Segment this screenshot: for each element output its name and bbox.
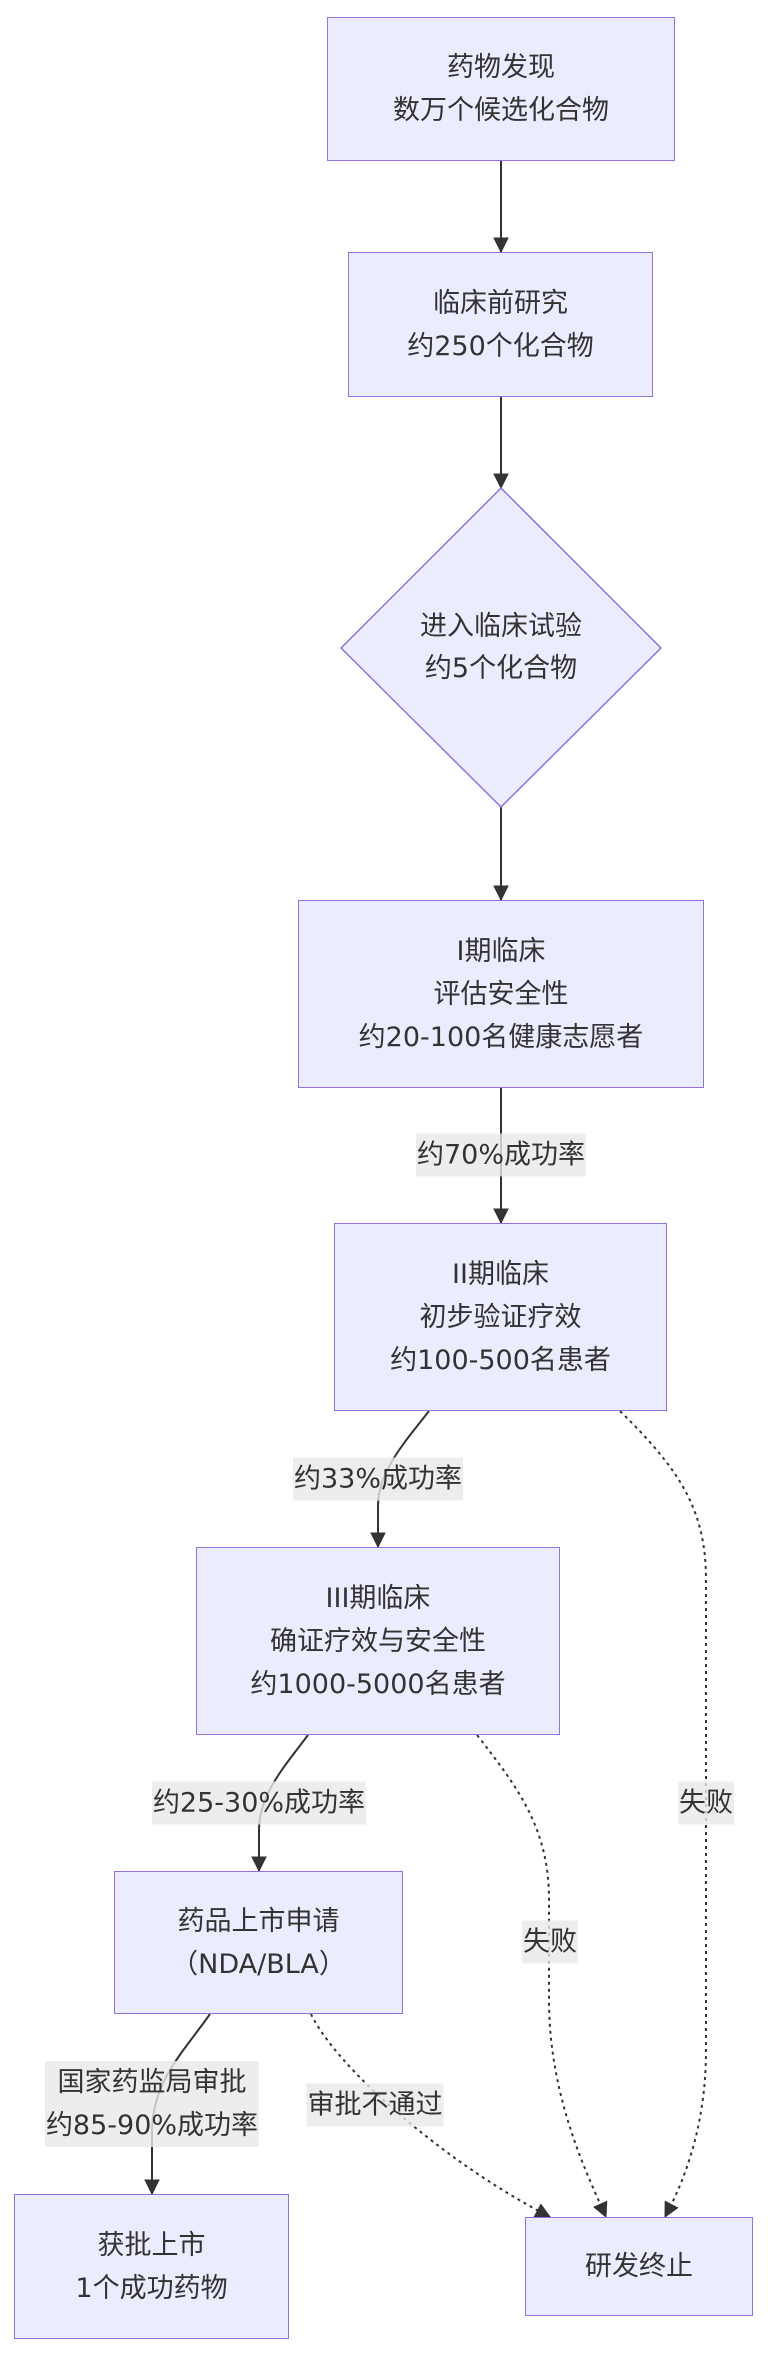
edge-label-text: 约25-30%成功率 — [152, 1787, 366, 1819]
node-detail: 评估安全性 — [433, 978, 569, 1010]
arrowheads-group — [144, 237, 679, 2219]
edge-label-text: 失败 — [523, 1926, 577, 1958]
node-detail: （NDA/BLA） — [171, 1948, 346, 1980]
node-phase1: I期临床 评估安全性 约20-100名健康志愿者 — [298, 900, 704, 1088]
node-phase3: III期临床 确证疗效与安全性 约1000-5000名患者 — [196, 1547, 560, 1735]
node-title: II期临床 — [452, 1258, 549, 1290]
node-title: 研发终止 — [585, 2251, 693, 2282]
node-detail: 约1000-5000名患者 — [250, 1668, 506, 1700]
edge-label-text: 约33%成功率 — [293, 1463, 463, 1495]
arrowhead-icon — [533, 2203, 551, 2218]
edge-label-nda-to-approved: 国家药监局审批 约85-90%成功率 — [44, 2061, 260, 2147]
node-approved: 获批上市 1个成功药物 — [14, 2194, 289, 2339]
node-detail: 数万个候选化合物 — [393, 95, 609, 126]
edge-nda-to-terminated — [310, 2013, 551, 2218]
edge-label-phase2-to-phase3: 约33%成功率 — [292, 1457, 464, 1501]
edge-label-phase3-to-terminated: 失败 — [522, 1920, 578, 1964]
edge-label-phase3-to-nda: 约25-30%成功率 — [151, 1781, 367, 1825]
node-title: I期临床 — [456, 935, 546, 967]
edge-label-text: 审批不通过 — [307, 2089, 443, 2121]
edge-label-text: 约85-90%成功率 — [45, 2110, 259, 2141]
node-preclinical: 临床前研究 约250个化合物 — [348, 252, 653, 397]
decision-diamond-clinical-entry — [339, 486, 663, 809]
arrowhead-icon — [664, 2200, 679, 2218]
node-detail: 约20-100名健康志愿者 — [358, 1021, 644, 1053]
arrowhead-icon — [493, 1208, 509, 1225]
node-detail: 约5个化合物 — [424, 653, 578, 684]
node-detail: 约100-500名患者 — [390, 1344, 611, 1376]
node-detail: 1个成功药物 — [75, 2272, 228, 2304]
node-title: 药品上市申请 — [177, 1905, 340, 1937]
node-detail: 约250个化合物 — [407, 330, 594, 362]
node-title: 药物发现 — [447, 52, 555, 83]
node-detail: 确证疗效与安全性 — [269, 1625, 486, 1657]
arrowhead-icon — [370, 1532, 386, 1549]
arrowhead-icon — [493, 473, 509, 490]
edge-label-nda-to-terminated: 审批不通过 — [306, 2083, 444, 2127]
node-title: 临床前研究 — [432, 287, 568, 319]
arrowhead-icon — [144, 2179, 160, 2196]
node-title: III期临床 — [325, 1582, 431, 1614]
node-title: 进入临床试验 — [420, 611, 582, 642]
arrowhead-icon — [493, 885, 509, 902]
node-phase2: II期临床 初步验证疗效 约100-500名患者 — [334, 1223, 667, 1411]
edge-label-phase2-to-terminated: 失败 — [678, 1781, 734, 1825]
node-drug-discovery: 药物发现 数万个候选化合物 — [327, 17, 675, 161]
arrowhead-icon — [592, 2200, 608, 2219]
decision-clinical-entry-text: 进入临床试验 约5个化合物 — [420, 606, 582, 690]
edge-label-text: 约70%成功率 — [416, 1139, 586, 1171]
edge-label-text: 失败 — [679, 1787, 733, 1819]
edge-phase3-to-terminated — [476, 1734, 607, 2218]
arrowhead-icon — [251, 1856, 267, 1873]
node-detail: 初步验证疗效 — [419, 1301, 582, 1333]
node-terminated: 研发终止 — [525, 2217, 753, 2316]
arrowhead-icon — [493, 237, 509, 254]
edge-label-text: 国家药监局审批 — [57, 2067, 247, 2098]
node-title: 获批上市 — [97, 2229, 206, 2261]
node-nda-application: 药品上市申请 （NDA/BLA） — [114, 1871, 403, 2014]
edge-label-phase1-to-phase2: 约70%成功率 — [415, 1133, 587, 1177]
